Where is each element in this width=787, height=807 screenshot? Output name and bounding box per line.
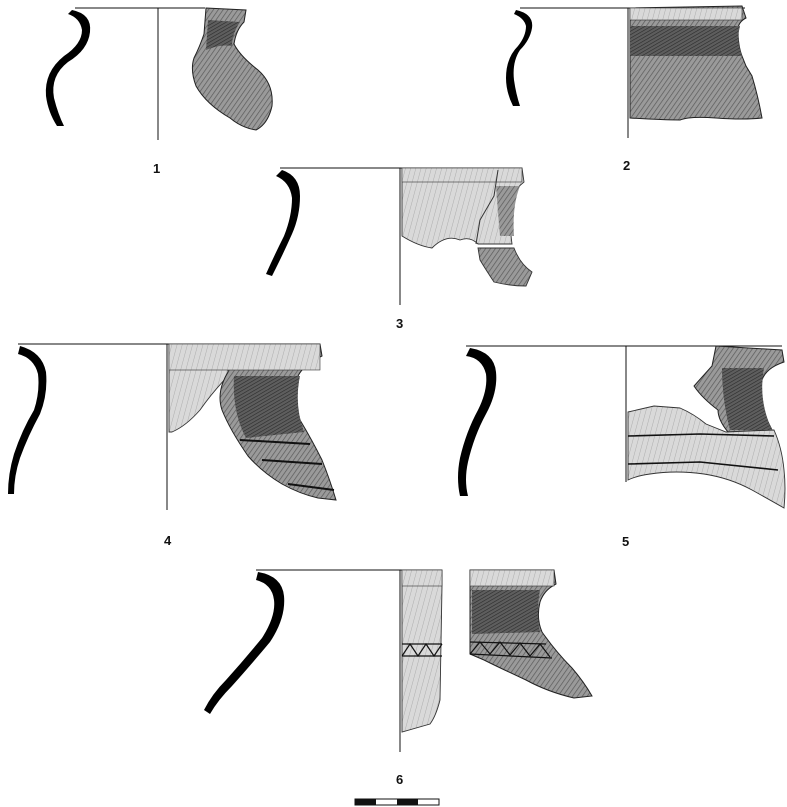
figure-number: 5 — [622, 534, 629, 549]
sherd-neck-shadow — [206, 20, 240, 50]
figure-5: 5 — [458, 345, 786, 549]
neck-shadow — [722, 368, 772, 430]
profile-section — [8, 346, 47, 494]
figure-number: 1 — [153, 161, 160, 176]
scale-bar — [354, 798, 440, 806]
groove-3 — [287, 483, 335, 491]
sherd-right — [469, 569, 593, 699]
neck-shadow — [233, 376, 304, 438]
figure-1: 1 — [45, 7, 273, 176]
groove-1 — [627, 433, 775, 437]
neck-shadow — [472, 590, 540, 634]
rim-band — [401, 167, 523, 183]
scale-segment — [397, 799, 418, 805]
zigzag-decoration — [401, 641, 553, 659]
figure-number: 4 — [164, 533, 172, 548]
groove-2 — [627, 461, 779, 471]
figure-2: 2 — [506, 5, 763, 173]
figure-4: 4 — [8, 343, 337, 548]
figure-number: 6 — [396, 772, 403, 787]
profile-section — [506, 10, 533, 106]
figure-number: 3 — [396, 316, 403, 331]
neck-shadow — [630, 26, 742, 56]
neck-shadow — [496, 186, 520, 236]
sherd-exterior — [629, 5, 763, 121]
sherd-body — [627, 405, 786, 509]
groove-1 — [239, 439, 311, 445]
rim-band — [629, 7, 743, 21]
profile-section — [204, 572, 285, 714]
sherd-fragment — [477, 247, 533, 287]
scale-segment — [355, 799, 376, 805]
rim-band — [168, 343, 321, 371]
rim-band-right — [469, 569, 555, 587]
figure-6: 6 — [204, 569, 593, 787]
crack-line — [475, 169, 499, 245]
groove-2 — [261, 459, 323, 465]
rim-band — [401, 569, 443, 587]
figure-number: 2 — [623, 158, 630, 173]
profile-section — [266, 170, 300, 276]
figure-3: 3 — [266, 167, 533, 331]
profile-section — [45, 10, 91, 126]
profile-section — [458, 348, 497, 496]
